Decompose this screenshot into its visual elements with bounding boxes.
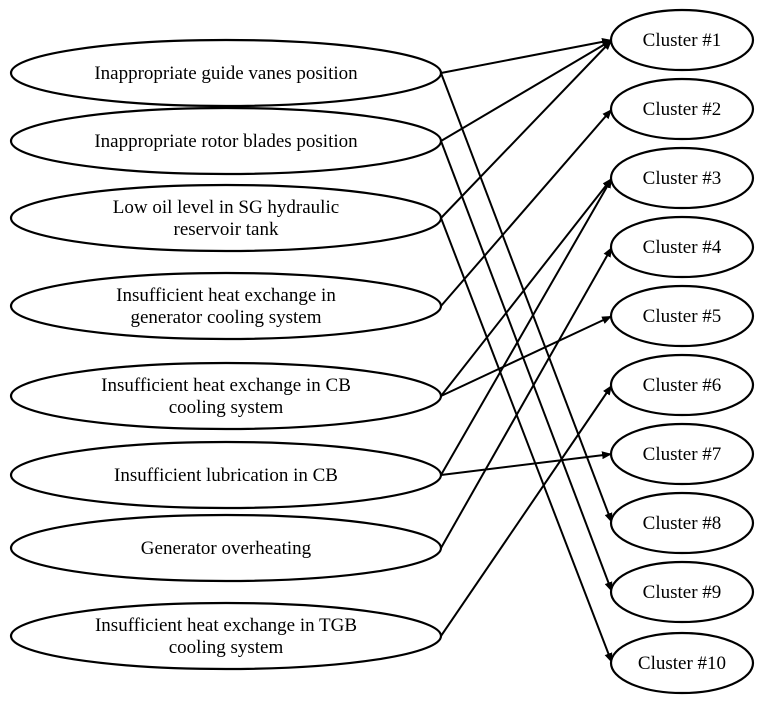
cause-ellipse <box>9 361 443 431</box>
cluster-label: Cluster #7 <box>643 444 722 465</box>
cause-node-7: Generator overheating <box>9 513 443 583</box>
cause-label-line: Insufficient heat exchange in CB <box>101 375 351 396</box>
cluster-label: Cluster #6 <box>643 375 722 396</box>
cluster-ellipse <box>609 146 755 210</box>
cause-label-line: cooling system <box>169 397 284 418</box>
cluster-ellipse <box>609 422 755 486</box>
cause-ellipse <box>9 106 443 176</box>
edge-c1-to-k1 <box>440 37 613 74</box>
cause-label-line: Low oil level in SG hydraulic <box>113 197 339 218</box>
edge-c5-to-k5 <box>440 315 613 397</box>
cause-label-line: Generator overheating <box>141 538 312 559</box>
edge-c3-to-k1 <box>440 39 613 219</box>
cause-node-2: Inappropriate rotor blades position <box>9 106 443 176</box>
cause-label-line: Inappropriate guide vanes position <box>94 63 358 84</box>
cause-ellipse <box>9 513 443 583</box>
cluster-ellipse <box>609 353 755 417</box>
edge-c3-to-k10 <box>440 217 613 664</box>
cluster-label: Cluster #10 <box>638 653 726 674</box>
edge-c5-to-k3 <box>440 177 613 397</box>
edge-c8-to-k6 <box>440 384 613 637</box>
cluster-label: Cluster #5 <box>643 306 722 327</box>
cause-ellipse <box>9 271 443 341</box>
cause-label-line: Insufficient heat exchange in TGB <box>95 615 357 636</box>
edge-c6-to-k3 <box>440 177 613 476</box>
cluster-node-1: Cluster #1 <box>609 8 755 72</box>
cluster-node-7: Cluster #7 <box>609 422 755 486</box>
edge-c4-to-k2 <box>440 108 613 307</box>
edge-c7-to-k4 <box>440 246 613 549</box>
edge-c2-to-k1 <box>440 39 613 142</box>
cause-ellipse <box>9 38 443 108</box>
clusters-layer: Cluster #1 Cluster #2 Cluster #3 Cluster #4… <box>609 8 755 695</box>
cause-ellipse <box>9 601 443 671</box>
cluster-node-2: Cluster #2 <box>609 77 755 141</box>
cluster-ellipse <box>609 560 755 624</box>
cluster-label: Cluster #8 <box>643 513 722 534</box>
cluster-label: Cluster #1 <box>643 30 722 51</box>
cluster-node-3: Cluster #3 <box>609 146 755 210</box>
cluster-ellipse <box>609 631 755 695</box>
cause-label-line: reservoir tank <box>174 219 279 240</box>
cluster-node-5: Cluster #5 <box>609 284 755 348</box>
cluster-ellipse <box>609 491 755 555</box>
cluster-node-6: Cluster #6 <box>609 353 755 417</box>
cluster-node-10: Cluster #10 <box>609 631 755 695</box>
cluster-label: Cluster #4 <box>643 237 722 258</box>
cause-node-8: Insufficient heat exchange in TGBcooling… <box>9 601 443 671</box>
edge-c6-to-k7 <box>440 451 613 476</box>
causes-layer: Inappropriate guide vanes positionInappr… <box>9 38 443 671</box>
cluster-node-8: Cluster #8 <box>609 491 755 555</box>
cluster-label: Cluster #3 <box>643 168 722 189</box>
cause-node-1: Inappropriate guide vanes position <box>9 38 443 108</box>
cluster-node-9: Cluster #9 <box>609 560 755 624</box>
cause-ellipse <box>9 183 443 253</box>
cause-node-5: Insufficient heat exchange in CBcooling … <box>9 361 443 431</box>
cause-label-line: Inappropriate rotor blades position <box>94 131 358 152</box>
cause-ellipse <box>9 440 443 510</box>
edge-c1-to-k8 <box>440 72 613 524</box>
edge-c2-to-k9 <box>440 140 613 593</box>
cluster-ellipse <box>609 8 755 72</box>
cause-label-line: Insufficient lubrication in CB <box>114 465 338 486</box>
cluster-label: Cluster #2 <box>643 99 722 120</box>
edges-layer <box>440 37 613 664</box>
cluster-ellipse <box>609 215 755 279</box>
cause-label-line: generator cooling system <box>130 307 321 328</box>
cause-label-line: Insufficient heat exchange in <box>116 285 336 306</box>
cluster-ellipse <box>609 284 755 348</box>
cause-node-6: Insufficient lubrication in CB <box>9 440 443 510</box>
cause-label-line: cooling system <box>169 637 284 658</box>
cluster-ellipse <box>609 77 755 141</box>
cluster-label: Cluster #9 <box>643 582 722 603</box>
cluster-node-4: Cluster #4 <box>609 215 755 279</box>
